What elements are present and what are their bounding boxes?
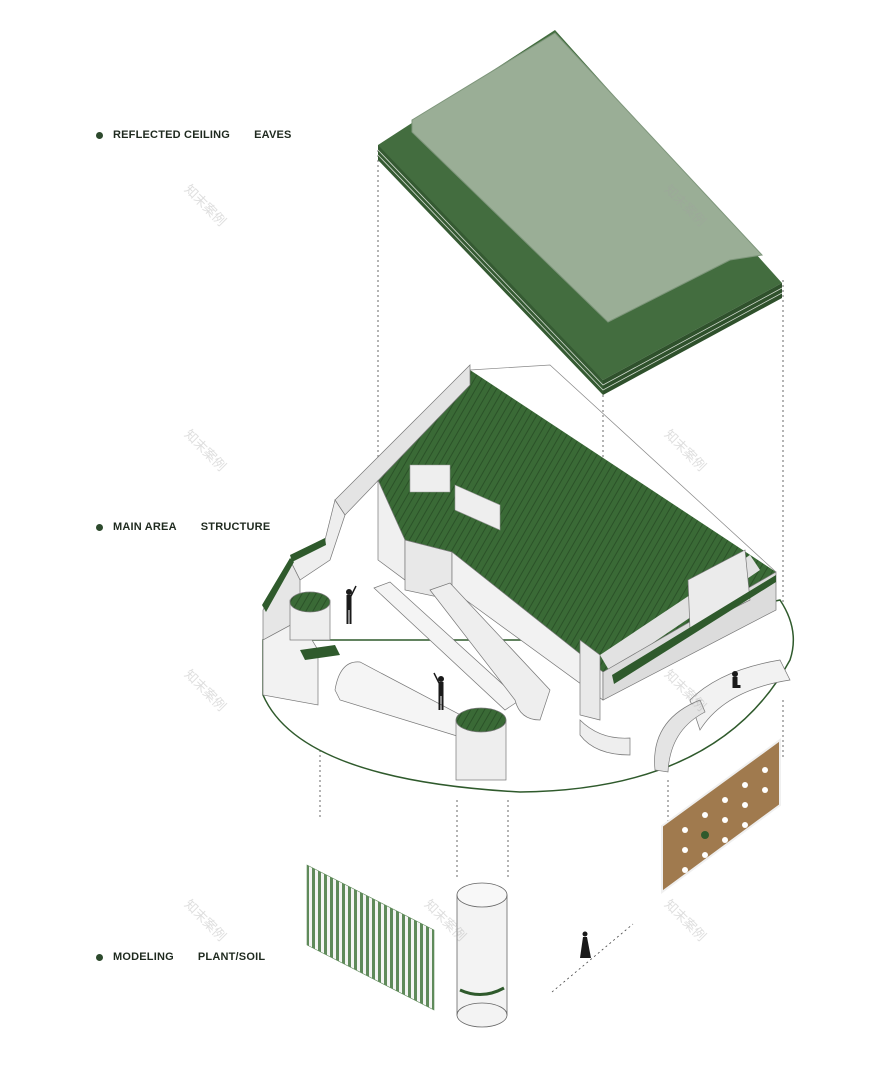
legend-reflected-ceiling: REFLECTED CEILING EAVES [96, 129, 292, 141]
modeling-slatted-panel [306, 864, 435, 1011]
main-area-planters [289, 591, 507, 781]
legend-dot [96, 131, 103, 139]
plant-soil-wood-panel [661, 738, 781, 894]
legend-sublabel: EAVES [254, 129, 292, 141]
legend-sublabel: PLANT/SOIL [197, 951, 266, 963]
legend-dot [96, 953, 103, 961]
legend-sublabel: STRUCTURE [200, 521, 271, 533]
legend-modeling: MODELING PLANT/SOIL [96, 951, 265, 963]
legend-label: REFLECTED CEILING [113, 129, 231, 141]
main-area-wall-caps [262, 538, 776, 684]
main-area-benches [334, 581, 791, 773]
human-figures [346, 585, 741, 958]
legend-dot [96, 523, 103, 531]
legend-label: MAIN AREA [113, 521, 177, 533]
reflected-ceiling-eaves [377, 30, 783, 395]
modeling-glass-cylinder [456, 882, 508, 1028]
legend-label: MODELING [113, 951, 174, 963]
legend-main-area: MAIN AREA STRUCTURE [96, 521, 270, 533]
